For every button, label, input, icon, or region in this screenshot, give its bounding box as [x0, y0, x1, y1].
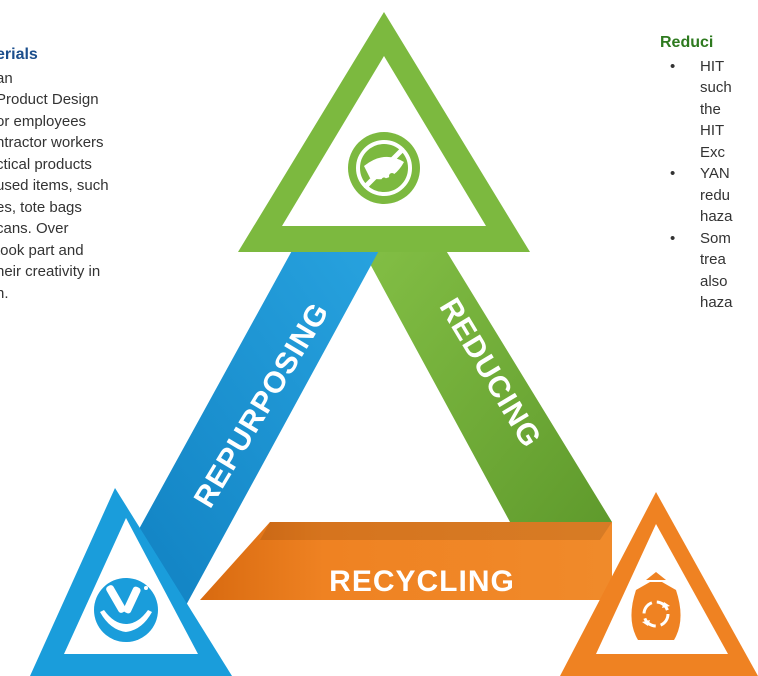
- recycling-label: RECYCLING: [329, 565, 515, 598]
- text-line: or employees: [0, 112, 87, 130]
- text-line: trea: [700, 251, 726, 268]
- band-shadow: [260, 522, 612, 540]
- recycling-band: [200, 522, 612, 600]
- text-line: cans. Over: [0, 220, 69, 237]
- section-title: Reduci: [660, 34, 714, 51]
- text-line: es, tote bags: [0, 198, 82, 216]
- text-line: Exc: [700, 143, 726, 161]
- repurposing-band: [100, 196, 400, 620]
- bullet-item: HIT such the HIT Exc: [660, 56, 758, 164]
- text-line: haza: [700, 208, 733, 225]
- text-line: took part and: [0, 241, 84, 259]
- reducing-band: [330, 172, 612, 522]
- text-line: ctical products: [0, 155, 92, 173]
- text-line: the: [700, 100, 721, 118]
- text-line: n.: [0, 284, 9, 302]
- text-line: such: [700, 79, 732, 96]
- text-line: an: [0, 69, 13, 87]
- text-line: heir creativity in: [0, 263, 101, 280]
- text-line: redu: [700, 186, 731, 204]
- text-line: used items, such: [0, 177, 109, 194]
- text-line: YAN: [700, 165, 730, 182]
- text-line: HIT: [700, 57, 725, 75]
- text-line: haza: [700, 294, 733, 311]
- no-food-waste-icon: [348, 132, 420, 204]
- bullet-item: YAN redu haza: [660, 163, 758, 228]
- recycle-bag-icon: [631, 572, 681, 640]
- text-line: Product Design: [0, 91, 99, 108]
- text-line: ntractor workers: [0, 134, 104, 151]
- text-line: HIT: [700, 122, 725, 139]
- bullet-item: Som trea also haza: [660, 228, 758, 314]
- repurposing-description: erials an Product Design or employees nt…: [0, 44, 236, 304]
- hands-holding-bottles-icon: [94, 578, 158, 642]
- section-title: erials: [0, 46, 38, 63]
- text-line: also: [700, 272, 728, 290]
- reducing-description: Reduci HIT such the HIT Exc YAN redu haz…: [660, 32, 758, 314]
- text-line: Som: [700, 229, 731, 247]
